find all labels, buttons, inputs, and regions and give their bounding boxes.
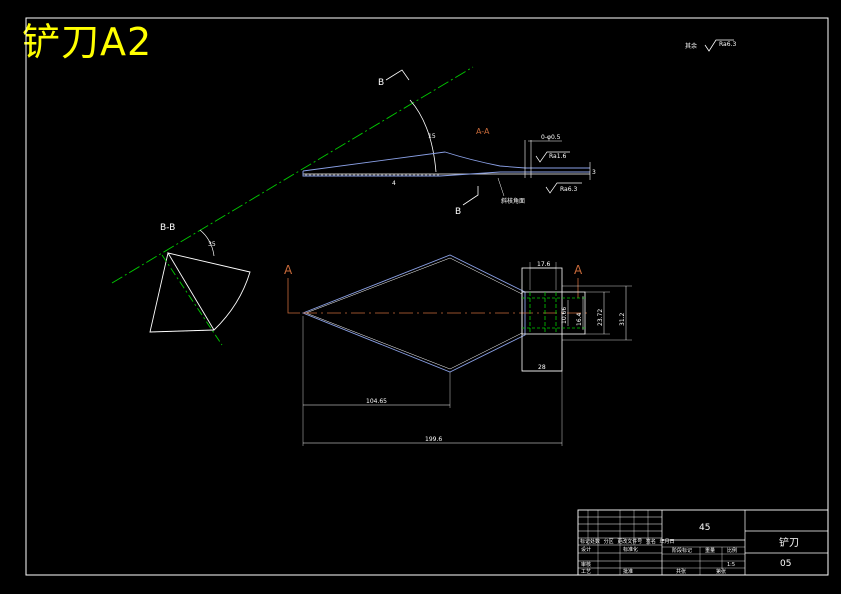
dim-phi31: 31.2 [619,312,626,326]
dim-phi16: 16.4 [576,312,583,326]
cut-a-right: A [574,263,583,277]
tb-revision-cols: 标记处数 分区 更改文件号 签名 年月日 [580,538,674,545]
dim-phi10: 10.66 [561,307,568,324]
title-block: 标记处数 分区 更改文件号 签名 年月日 设计 标准化 审核 工艺 批准 阶段标… [577,509,829,576]
roughness-note-prefix: 其余 [685,42,697,50]
cut-line-left [287,278,300,314]
tb-standardize: 标准化 [623,546,638,553]
blade-inner-bottom [305,312,523,370]
cut-a-left: A [284,263,293,277]
section-bb-hatch [149,329,215,333]
view-label-b-bottom: B [455,207,461,217]
edge-note-leader [497,177,505,197]
angle-arc-bb [199,229,215,257]
roughness-2-icon [545,182,582,194]
view-label-b-top: B [378,78,384,88]
section-bb: B-B 35 [149,223,251,346]
tb-process: 工艺 [581,569,591,575]
angle-bb-label: 35 [208,241,216,248]
roughness-1-label: Ra1.6 [549,153,566,160]
tb-weight: 重量 [705,547,715,554]
blade-inner-top [305,257,523,314]
section-bb-outline [167,252,251,331]
dim-thread: 3 [592,169,596,176]
roughness-1-icon [535,151,570,163]
roughness-note-value: Ra6.3 [719,41,736,48]
drawing-title: 铲刀A2 [22,20,153,64]
title-block-frame [577,509,829,576]
plan-view: A A 10.66 16.4 23.72 31.2 17.6 [284,254,632,446]
roughness-note: 其余 Ra6.3 [685,39,736,52]
dim-phi23: 23.72 [597,309,604,326]
tb-checker: 审核 [581,561,591,568]
section-bb-label: B-B [160,223,175,233]
tb-scale-label: 比例 [727,547,737,554]
cut-arrow-top [385,69,410,81]
section-aa-label: A-A [476,127,490,136]
angle-arc-top [409,99,437,173]
shaft-rect-mid [521,291,586,335]
tb-material: 45 [699,523,710,533]
thickness-note: 0-φ0.5 [541,134,561,141]
blade-profile-top [302,151,590,172]
tb-sheet-no: 第张 [716,568,726,575]
tb-part-name: 铲刀 [779,537,799,549]
dim-176: 17.6 [537,261,551,268]
cut-arrow-bottom [462,186,479,206]
side-view: B 15 A-A 0-φ0.5 Ra1.6 Ra6.3 3 4 B 斜核角面 [111,66,596,284]
blade-outline [301,254,526,373]
edge-note: 斜核角面 [501,197,525,205]
dim-28: 28 [538,364,546,371]
roughness-2-label: Ra6.3 [560,186,577,193]
angle-small-label: 4 [392,180,396,187]
blade-profile-bottom [302,171,590,177]
tb-drawing-no: 05 [780,559,791,569]
dim-199: 199.6 [425,436,442,443]
tb-stage-mark: 阶段标记 [672,547,692,554]
angle-top-label: 15 [428,133,436,140]
tb-sheet-total: 共张 [676,568,686,575]
tb-designer: 设计 [581,546,591,553]
tb-scale: 1:5 [727,562,735,568]
dim-104: 104.65 [366,398,387,405]
section-bb-edge [149,252,215,333]
roughness-symbol-icon [704,39,734,52]
tb-approve: 批准 [623,568,633,575]
section-bb-centerline [161,254,223,346]
drawing-border [25,17,829,576]
